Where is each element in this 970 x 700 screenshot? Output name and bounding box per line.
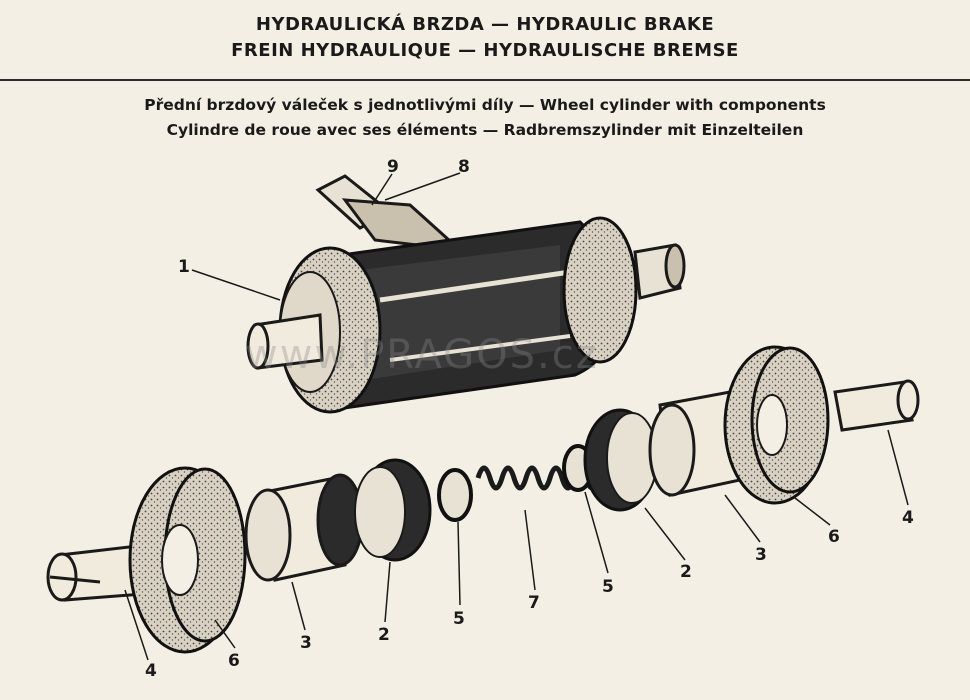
callout-label: 2 [680,562,692,582]
caption-line-1: Přední brzdový váleček s jednotlivými dí… [144,96,826,114]
page-title-line-1: HYDRAULICKÁ BRZDA — HYDRAULIC BRAKE [255,14,715,35]
callout-label: 6 [828,527,840,547]
callout-label: 2 [378,625,390,645]
push-rod-right [833,379,920,432]
callout-label: 5 [453,609,465,629]
callout-label: 3 [300,633,312,653]
callout-label: 7 [528,593,540,613]
watermark: www.PRAGOS.cz [245,332,599,378]
callout-label: 9 [387,157,399,177]
callout-label: 4 [145,661,157,681]
callout-label: 6 [228,651,240,671]
leader-lines [124,172,909,661]
bleeder-screw [315,174,465,253]
dust-boot-right [723,345,830,505]
caption-line-2: Cylindre de roue avec ses éléments — Rad… [166,121,804,139]
callout-label: 4 [902,508,914,528]
assembled-wheel-cylinder [246,174,686,414]
piston-left [244,473,364,582]
callout-label: 5 [602,577,614,597]
callout-label: 3 [755,545,767,565]
right-end-cap [562,216,638,364]
callout-label: 8 [458,157,470,177]
rubber-cup-right [583,408,658,512]
rubber-cup-left [354,458,432,562]
callout-label: 1 [178,257,190,277]
page-title-line-2: FREIN HYDRAULIQUE — HYDRAULISCHE BREMSE [231,40,739,61]
cup-filler-left [437,468,473,522]
header-divider [0,79,970,81]
piston-right [648,390,742,497]
dust-boot-left [128,466,247,654]
